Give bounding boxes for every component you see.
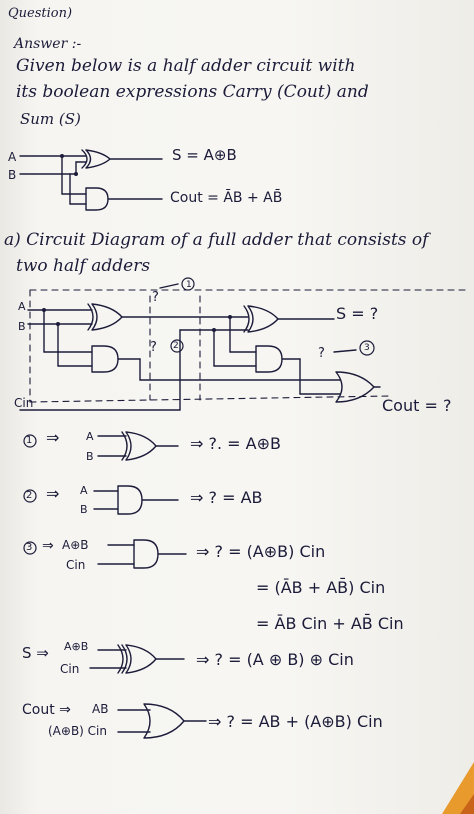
step3-number: 3 <box>26 542 33 553</box>
fa-sum-output: S = ? <box>336 304 379 323</box>
page-corner-shadow <box>460 794 474 814</box>
step2-input-b: B <box>80 503 88 516</box>
question-heading: Question) <box>8 6 73 21</box>
intro-line-2: its boolean expressions Carry (Cout) and <box>16 82 369 102</box>
step1-input-a: A <box>86 430 94 443</box>
fa-q1-number: 1 <box>186 280 192 290</box>
fa-cout-output: Cout = ? <box>382 396 452 415</box>
step2-and-gate <box>93 485 179 515</box>
step4-input-1: A⊕B <box>64 640 89 653</box>
fa-input-b: B <box>18 320 26 333</box>
fa-q3-number: 3 <box>364 343 370 353</box>
answer-heading: Answer :- <box>14 36 82 52</box>
step2-number: 2 <box>26 490 33 501</box>
step3-line-2: = (ĀB + AB̄) Cin <box>256 578 386 597</box>
step5-or-gate <box>117 703 207 739</box>
half-adder-circuit <box>19 149 163 211</box>
step3-line-3: = ĀB Cin + AB̄ Cin <box>256 614 404 633</box>
step1-arrow: ⇒ <box>46 428 60 447</box>
ha-cout-equation: Cout = ĀB + AB̄ <box>170 190 283 206</box>
step2-arrow: ⇒ <box>46 484 60 503</box>
ha-sum-equation: S = A⊕B <box>172 146 237 164</box>
fa-input-a: A <box>18 300 26 313</box>
step4-xor-gate <box>89 644 185 674</box>
step5-result: ⇒ ? = AB + (A⊕B) Cin <box>208 712 383 731</box>
step4-lhs: S ⇒ <box>22 644 49 662</box>
step3-input-1: A⊕B <box>62 538 89 552</box>
step3-input-2: Cin <box>66 558 86 572</box>
step1-number: 1 <box>26 435 33 446</box>
fa-q3: ? <box>318 346 325 361</box>
step5-lhs: Cout ⇒ <box>22 702 71 718</box>
ha-input-a: A <box>8 150 17 164</box>
step4-input-2: Cin <box>60 662 80 676</box>
step1-xor-gate <box>97 431 179 461</box>
intro-line-3: Sum (S) <box>20 110 81 128</box>
step5-input-2: (A⊕B) Cin <box>48 724 107 738</box>
step2-input-a: A <box>80 484 88 497</box>
fa-q2: ? <box>150 340 157 355</box>
fa-q1: ? <box>152 290 159 305</box>
fa-q2-number: 2 <box>173 341 179 351</box>
step3-arrow: ⇒ <box>42 538 54 554</box>
step5-input-1: AB <box>92 702 109 716</box>
step2-result: ⇒ ? = AB <box>190 488 263 507</box>
step3-result: ⇒ ? = (A⊕B) Cin <box>196 542 326 561</box>
intro-line-1: Given below is a half adder circuit with <box>16 56 356 76</box>
step4-result: ⇒ ? = (A ⊕ B) ⊕ Cin <box>196 650 354 669</box>
step1-input-b: B <box>86 450 94 463</box>
fa-input-cin: Cin <box>14 396 34 410</box>
part-a-line-1: a) Circuit Diagram of a full adder that … <box>4 230 429 250</box>
part-a-line-2: two half adders <box>16 256 151 276</box>
step1-result: ⇒ ?. = A⊕B <box>190 434 281 453</box>
step3-and-gate <box>97 539 187 569</box>
ha-input-b: B <box>8 168 17 182</box>
full-adder-circuit <box>19 277 471 411</box>
